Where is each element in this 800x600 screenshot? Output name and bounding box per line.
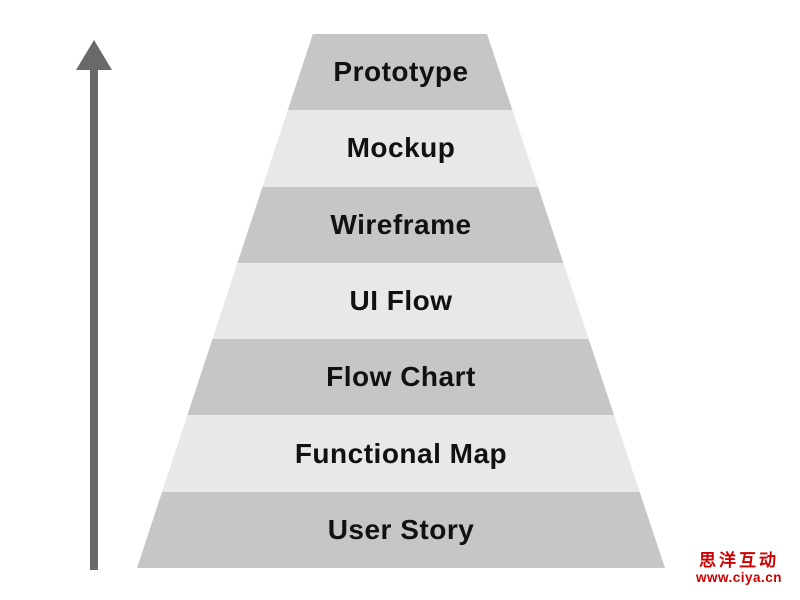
layer-label: Flow Chart [326,361,476,393]
pyramid-layer-functional-map: Functional Map [137,415,665,492]
watermark: 思洋互动 www.ciya.cn [683,551,795,586]
layer-label: UI Flow [349,284,453,316]
layer-label: Prototype [333,56,469,88]
pyramid-layer-user-story: User Story [137,491,665,568]
pyramid-layer-flow-chart: Flow Chart [137,339,665,416]
layer-label: Mockup [346,132,456,164]
pyramid-layer-prototype: Prototype [137,34,665,111]
watermark-url: www.ciya.cn [695,569,783,585]
watermark-brand: 思洋互动 [699,551,779,570]
layer-label: User Story [327,513,475,545]
pyramid-layer-mockup: Mockup [137,110,665,187]
arrow-shaft [90,64,98,570]
layer-label: Functional Map [294,437,508,469]
pyramid-layer-ui-flow: UI Flow [137,262,665,340]
pyramid-diagram: Prototype Mockup Wireframe UI Flow Flow … [137,34,665,568]
layer-label: Wireframe [330,208,472,240]
pyramid-layer-wireframe: Wireframe [137,186,665,263]
